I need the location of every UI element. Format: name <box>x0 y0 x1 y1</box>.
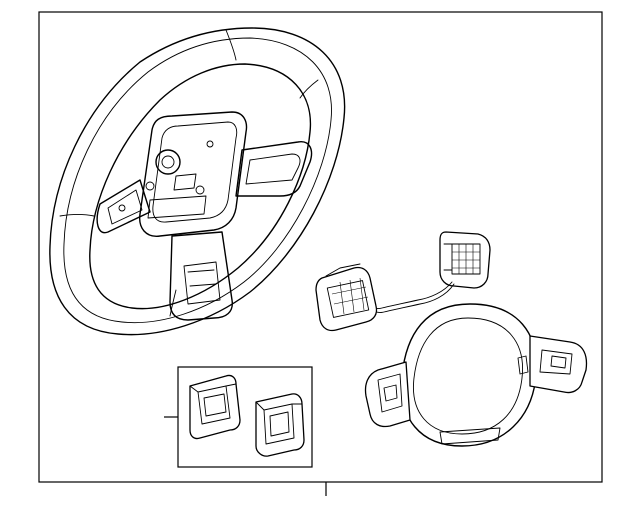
steering-wheel[interactable] <box>49 27 346 336</box>
diagram-frame <box>38 11 603 483</box>
switch-connector[interactable] <box>439 231 491 289</box>
switch-button-set[interactable] <box>189 374 305 457</box>
trim-cover[interactable] <box>364 303 588 447</box>
wiring-harness[interactable] <box>315 263 455 332</box>
